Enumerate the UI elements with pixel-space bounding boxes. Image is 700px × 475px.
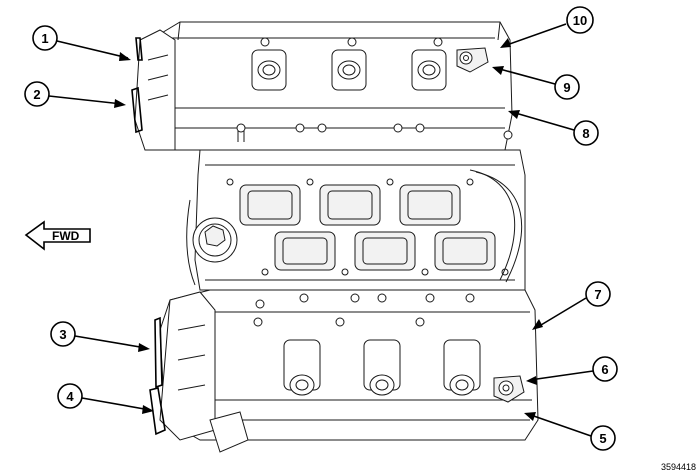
callout-7: 7: [532, 281, 611, 330]
upper-valve-cover: [131, 21, 513, 151]
callout-number: 8: [582, 126, 589, 141]
callout-5: 5: [524, 412, 616, 451]
engine-block: [186, 149, 526, 291]
callout-10: 10: [500, 6, 594, 48]
callout-8: 8: [508, 110, 599, 146]
callout-number: 3: [59, 327, 66, 342]
callout-4: 4: [57, 383, 154, 414]
callout-number: 4: [66, 389, 74, 404]
figure-id: 3594418: [661, 462, 696, 472]
callout-3: 3: [50, 321, 150, 352]
fwd-direction-arrow: FWD: [24, 220, 91, 251]
callout-number: 7: [594, 287, 601, 302]
callout-number: 9: [563, 80, 570, 95]
callout-6: 6: [526, 356, 618, 385]
callout-number: 2: [33, 87, 40, 102]
callout-1: 1: [32, 25, 131, 61]
callout-number: 1: [41, 31, 48, 46]
lower-valve-cover: [149, 289, 539, 453]
callout-2: 2: [24, 81, 126, 108]
callout-9: 9: [492, 66, 580, 100]
fwd-label: FWD: [52, 229, 80, 243]
callout-number: 6: [601, 362, 608, 377]
callout-number: 10: [573, 13, 587, 28]
callout-number: 5: [599, 431, 606, 446]
